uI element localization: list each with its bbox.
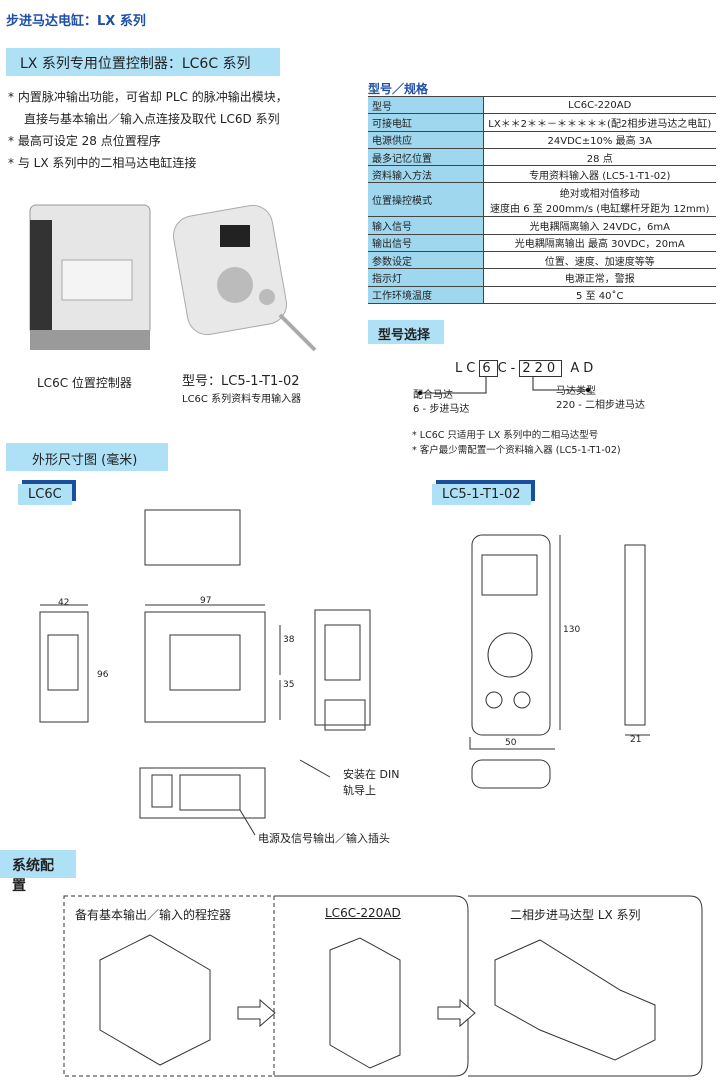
code-leader-lines bbox=[418, 377, 590, 395]
spec-key: 位置操控模式 bbox=[368, 182, 484, 218]
legend-line: 6 - 步进马达 bbox=[413, 404, 470, 415]
spec-key: 输出信号 bbox=[368, 234, 484, 253]
dim-96: 96 bbox=[97, 670, 109, 680]
lc5-input-device-image bbox=[173, 205, 317, 352]
plug-note: 电源及信号输出／输入插头 bbox=[258, 832, 390, 845]
spec-key: 可接电缸 bbox=[368, 113, 484, 132]
legend-line: 220 - 二相步进马达 bbox=[556, 400, 646, 411]
note: * 客户最少需配置一个资料输入器 (LC5-1-T1-02) bbox=[412, 445, 621, 456]
spec-value: 专用资料输入器 (LC5-1-T1-02) bbox=[483, 165, 716, 184]
feature-item: * 与 LX 系列中的二相马达电缸连接 bbox=[8, 156, 197, 170]
spec-value: 28 点 bbox=[483, 148, 716, 167]
model-select-title: 型号选择 bbox=[368, 320, 444, 344]
legend-line: 马达类型 bbox=[556, 386, 596, 397]
section-title: LX 系列专用位置控制器：LC6C 系列 bbox=[6, 48, 280, 76]
spec-value: 24VDC±10% 最高 3A bbox=[483, 131, 716, 149]
dim-35: 35 bbox=[283, 680, 295, 690]
note: * LC6C 只适用于 LX 系列中的二相马达型号 bbox=[412, 430, 599, 441]
spec-value: 光电耦隔离输出 最高 30VDC，20mA bbox=[483, 234, 716, 253]
system-controller-label: LC6C-220AD bbox=[325, 906, 401, 920]
code-part: LC bbox=[455, 361, 480, 376]
dimensions-title: 外形尺寸图 (毫米) bbox=[6, 443, 168, 471]
dimension-drawings bbox=[39, 509, 650, 836]
lc6c-controller-image bbox=[29, 204, 151, 350]
system-diagram bbox=[63, 895, 703, 1077]
code-box-motor: 6 bbox=[479, 360, 498, 377]
spec-row: 输入信号光电耦隔离输入 24VDC，6mA bbox=[368, 216, 716, 235]
spec-key: 最多记忆位置 bbox=[368, 148, 484, 167]
spec-key: 电源供应 bbox=[368, 131, 484, 149]
spec-value: 绝对或相对值移动 速度由 6 至 200mm/s (电缸螺杆牙距为 12mm) bbox=[483, 182, 716, 218]
dim-38: 38 bbox=[283, 635, 295, 645]
code-part: C- bbox=[497, 361, 520, 376]
page-title: 步进马达电缸：LX 系列 bbox=[6, 14, 146, 29]
code-part: AD bbox=[570, 361, 598, 376]
system-title: 系统配置 bbox=[0, 850, 76, 894]
feature-item: * 最高可设定 28 点位置程序 bbox=[8, 134, 161, 148]
spec-key: 指示灯 bbox=[368, 268, 484, 287]
feature-item: 直接与基本输出／输入点连接及取代 LC6D 系列 bbox=[24, 112, 280, 126]
spec-row: 输出信号光电耦隔离输出 最高 30VDC，20mA bbox=[368, 234, 716, 253]
spec-value: LC6C-220AD bbox=[483, 96, 716, 115]
spec-value: LX＊＊2＊＊－＊＊＊＊＊(配2相步进马达之电缸) bbox=[483, 113, 716, 132]
note-line: 轨导上 bbox=[343, 784, 376, 797]
model-notes: * LC6C 只适用于 LX 系列中的二相马达型号 * 客户最少需配置一个资料输入… bbox=[412, 428, 621, 458]
product2-model: 型号：LC5-1-T1-02 bbox=[182, 374, 300, 389]
dim-97: 97 bbox=[200, 596, 212, 606]
dim-130: 130 bbox=[563, 625, 581, 635]
spec-key: 工作环境温度 bbox=[368, 286, 484, 304]
spec-key: 型号 bbox=[368, 96, 484, 115]
spec-title: 型号／规格 bbox=[368, 82, 429, 96]
dim-42: 42 bbox=[58, 598, 70, 608]
spec-row: 位置操控模式绝对或相对值移动 速度由 6 至 200mm/s (电缸螺杆牙距为 … bbox=[368, 182, 716, 218]
din-rail-note: 安装在 DIN 轨导上 bbox=[343, 767, 399, 799]
dim-21: 21 bbox=[630, 735, 642, 745]
legend-line: 配合马达 bbox=[413, 390, 453, 401]
spec-row: 资料输入方法专用资料输入器 (LC5-1-T1-02) bbox=[368, 165, 716, 184]
dim-50: 50 bbox=[505, 738, 517, 748]
tab-lc6c: LC6C bbox=[18, 484, 72, 505]
spec-value: 光电耦隔离输入 24VDC，6mA bbox=[483, 216, 716, 235]
product2-caption: LC6C 系列资料专用输入器 bbox=[182, 394, 302, 405]
spec-key: 输入信号 bbox=[368, 216, 484, 235]
code-right-legend: 马达类型 220 - 二相步进马达 bbox=[556, 385, 645, 413]
system-plc-label: 备有基本输出／输入的程控器 bbox=[75, 908, 232, 922]
spec-key: 参数设定 bbox=[368, 251, 484, 270]
spec-key: 资料输入方法 bbox=[368, 165, 484, 184]
feature-list: * 内置脉冲输出功能，可省却 PLC 的脉冲输出模块， 直接与基本输出／输入点连… bbox=[8, 86, 288, 174]
spec-value: 位置、速度、加速度等等 bbox=[483, 251, 716, 270]
spec-value: 电源正常，警报 bbox=[483, 268, 716, 287]
note-line: 安装在 DIN bbox=[343, 768, 400, 781]
code-left-legend: 配合马达 6 - 步进马达 bbox=[413, 389, 469, 417]
tab-lc5: LC5-1-T1-02 bbox=[432, 484, 531, 505]
spec-value: 5 至 40˚C bbox=[483, 286, 716, 304]
spec-row: 指示灯电源正常，警报 bbox=[368, 268, 716, 287]
product1-caption: LC6C 位置控制器 bbox=[37, 376, 132, 390]
system-motor-label: 二相步进马达型 LX 系列 bbox=[510, 908, 641, 922]
feature-item: * 内置脉冲输出功能，可省却 PLC 的脉冲输出模块， bbox=[8, 90, 288, 104]
spec-row: 参数设定位置、速度、加速度等等 bbox=[368, 251, 716, 270]
